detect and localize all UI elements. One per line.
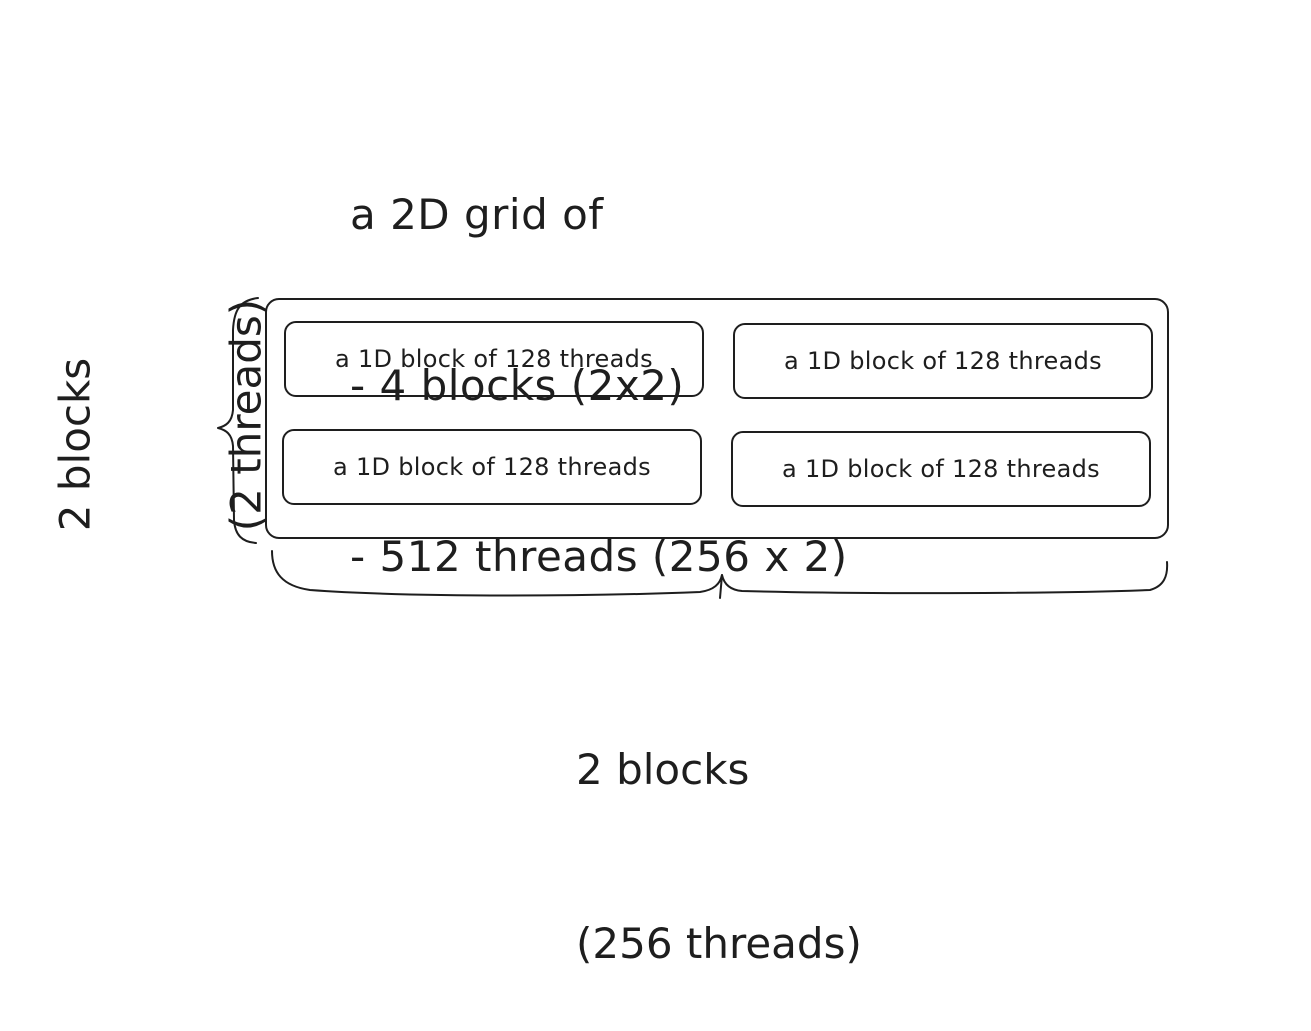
brace-layer bbox=[217, 297, 1169, 599]
left-brace bbox=[217, 297, 259, 544]
title-line: - 4 blocks (2x2) bbox=[350, 361, 685, 410]
thread-block: a 1D block of 128 threads bbox=[284, 321, 704, 397]
thread-block-label: a 1D block of 128 threads bbox=[784, 347, 1102, 375]
thread-block: a 1D block of 128 threads bbox=[282, 429, 702, 505]
title-line: a 2D grid of bbox=[350, 190, 604, 239]
grid-container bbox=[265, 298, 1169, 539]
thread-block: a 1D block of 128 threads bbox=[731, 431, 1151, 507]
thread-block-label: a 1D block of 128 threads bbox=[333, 453, 651, 481]
row-dimension-line2: (2 threads) bbox=[221, 298, 271, 532]
column-dimension-label: 2 blocks (256 threads) bbox=[576, 625, 862, 1031]
diagram-title: a 2D grid of - 4 blocks (2x2) - 512 thre… bbox=[350, 72, 848, 642]
bottom-brace-tip bbox=[719, 574, 723, 599]
thread-block-label: a 1D block of 128 threads bbox=[782, 455, 1100, 483]
row-dimension-label: 2 blocks (2 threads) bbox=[0, 299, 332, 531]
thread-block-label: a 1D block of 128 threads bbox=[335, 345, 653, 373]
column-dimension-line2: (256 threads) bbox=[576, 919, 862, 968]
title-line: - 512 threads (256 x 2) bbox=[350, 532, 848, 581]
thread-block: a 1D block of 128 threads bbox=[733, 323, 1153, 399]
bottom-brace bbox=[271, 550, 1169, 597]
row-dimension-line1: 2 blocks bbox=[50, 357, 100, 532]
column-dimension-line1: 2 blocks bbox=[576, 745, 750, 794]
